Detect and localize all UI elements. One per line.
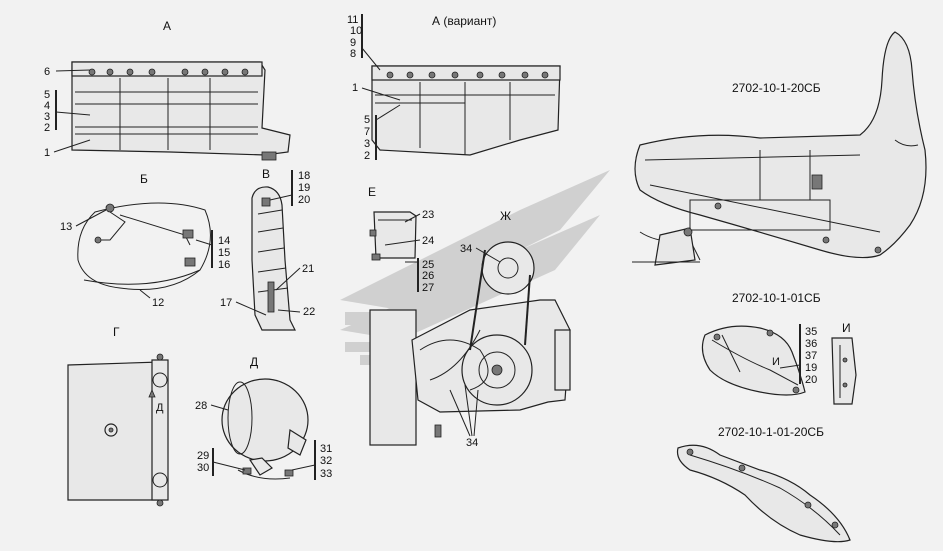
view-d-title: Д [250, 355, 258, 369]
label-i-inner: И [772, 356, 780, 368]
label-d-28: 28 [195, 400, 207, 412]
label-a-4: 4 [44, 100, 50, 112]
label-zh-34-top: 34 [460, 243, 472, 255]
view-g: Г Д [67, 325, 169, 507]
code-seat-panel: 2702-10-1-01-20СБ [718, 425, 824, 439]
label-b-13: 13 [60, 221, 72, 233]
view-a: А 6 5 4 3 2 1 [44, 19, 291, 161]
view-d: Д 28 29 30 31 32 33 [195, 355, 332, 480]
label-d-31: 31 [320, 443, 332, 455]
label-v-22: 22 [303, 306, 315, 318]
label-av-8: 8 [350, 48, 356, 60]
label-av-10: 10 [350, 25, 362, 37]
label-d-32: 32 [320, 455, 332, 467]
label-a-6: 6 [44, 66, 50, 78]
label-v-17: 17 [220, 297, 232, 309]
view-b-title: Б [140, 172, 148, 186]
label-av-2: 2 [364, 150, 370, 162]
view-a-variant: А (вариант) 11 10 9 8 1 5 7 3 2 [347, 14, 561, 162]
label-a-2: 2 [44, 122, 50, 134]
label-av-1: 1 [352, 82, 358, 94]
view-a-variant-title: А (вариант) [432, 14, 496, 28]
label-av-11: 11 [347, 14, 358, 26]
view-zh-title: Ж [500, 209, 511, 223]
label-v-20: 20 [298, 194, 310, 206]
label-b-15: 15 [218, 247, 230, 259]
label-i-37: 37 [805, 350, 817, 362]
label-a-5: 5 [44, 89, 50, 101]
code-seat-full: 2702-10-1-20СБ [732, 81, 821, 95]
label-i-20: 20 [805, 374, 817, 386]
view-v-title: В [262, 167, 270, 181]
label-e-24: 24 [422, 235, 434, 247]
view-e-title: Е [368, 185, 376, 199]
label-e-23: 23 [422, 209, 434, 221]
label-i-35: 35 [805, 326, 817, 338]
label-v-21: 21 [302, 263, 314, 275]
label-b-12: 12 [152, 297, 164, 309]
label-av-3: 3 [364, 138, 370, 150]
view-seat-small: 2702-10-1-01СБ И 35 36 37 19 20 И [701, 291, 857, 405]
view-zh: Ж 34 34 [369, 209, 571, 449]
view-g-arrow-label: Д [156, 402, 164, 414]
label-av-9: 9 [350, 37, 356, 49]
view-b: Б 13 14 15 16 12 [60, 172, 230, 309]
label-v-19: 19 [298, 182, 310, 194]
label-d-30: 30 [197, 462, 209, 474]
view-seat-full: 2702-10-1-20СБ [632, 31, 927, 266]
label-i-36: 36 [805, 338, 817, 350]
label-a-1: 1 [44, 147, 50, 159]
view-v: В 18 19 20 21 17 22 [220, 167, 315, 331]
view-i-title: И [842, 321, 851, 335]
view-e: Е 23 24 25 26 27 [368, 185, 434, 294]
label-d-29: 29 [197, 450, 209, 462]
label-e-26: 26 [422, 270, 434, 282]
label-av-5: 5 [364, 114, 370, 126]
label-d-33: 33 [320, 468, 332, 480]
label-zh-34-bottom: 34 [466, 437, 478, 449]
view-g-title: Г [113, 325, 120, 339]
code-seat-small: 2702-10-1-01СБ [732, 291, 821, 305]
label-av-7: 7 [364, 126, 370, 138]
label-a-3: 3 [44, 111, 50, 123]
label-e-25: 25 [422, 259, 434, 271]
label-i-19: 19 [805, 362, 817, 374]
view-seat-panel: 2702-10-1-01-20СБ [676, 425, 851, 543]
label-b-16: 16 [218, 259, 230, 271]
label-e-27: 27 [422, 282, 434, 294]
view-a-title: А [163, 19, 171, 33]
label-b-14: 14 [218, 235, 230, 247]
label-v-18: 18 [298, 170, 310, 182]
